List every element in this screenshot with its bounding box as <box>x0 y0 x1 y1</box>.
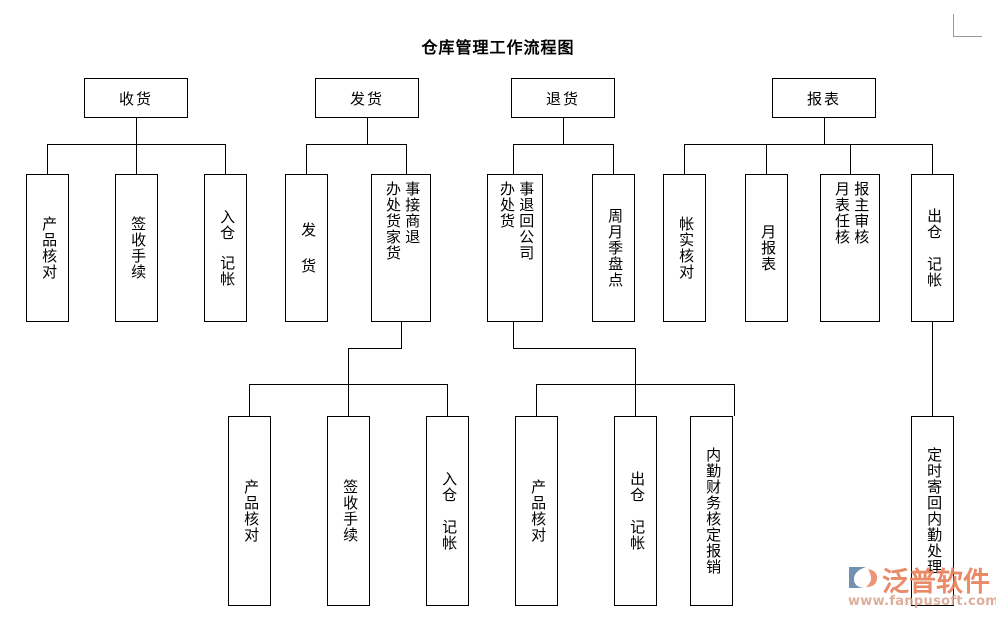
connector-returns-drop-2 <box>613 144 614 174</box>
node-handle-merchant-return[interactable]: 事接商退 办处货家货 <box>371 174 431 322</box>
node-label: 发货 <box>299 222 316 274</box>
node-inbound-record-shipping-sub[interactable]: 入仓记帐 <box>426 416 469 606</box>
node-label: 帐实核对 <box>677 216 694 280</box>
connector-shipping-sub-drop-1 <box>249 384 250 416</box>
node-finance-reimbursement[interactable]: 内勤财务核定报销 <box>690 416 733 606</box>
connector-returns-bus <box>513 144 613 145</box>
node-label-col-left: 办处货家货 <box>384 181 400 261</box>
node-signing-procedure-shipping-sub[interactable]: 签收手续 <box>327 416 370 606</box>
node-label: 周月季盘点 <box>606 208 623 288</box>
connector-receiving-drop-2 <box>136 144 137 174</box>
connector-shipping-sub-drop-2 <box>348 384 349 416</box>
connector-reports-drop-4 <box>932 144 933 174</box>
node-label: 月报表 <box>759 224 776 272</box>
connector-shipping-sub-jog <box>348 348 402 349</box>
connector-shipping-sub-riser <box>348 348 349 384</box>
node-label: 签收手续 <box>129 216 146 280</box>
node-label: 定时寄回内勤处理 <box>925 447 942 575</box>
node-product-check-returns-sub[interactable]: 产品核对 <box>515 416 558 606</box>
node-label: 出仓记帐 <box>925 208 942 288</box>
connector-shipping-bus <box>306 144 406 145</box>
node-ship-goods[interactable]: 发货 <box>285 174 328 322</box>
connector-returns-sub-drop-3 <box>734 384 735 416</box>
connector-returns-stem <box>563 118 564 144</box>
node-ledger-stock-check[interactable]: 帐实核对 <box>663 174 706 322</box>
connector-returns-sub-drop-1 <box>536 384 537 416</box>
page-corner-guide-icon <box>953 14 982 37</box>
node-return-to-company[interactable]: 事退回公司 办处货 <box>487 174 543 322</box>
node-monthly-report[interactable]: 月报表 <box>745 174 788 322</box>
connector-reports-drop-2 <box>766 144 767 174</box>
node-label: 内勤财务核定报销 <box>704 447 721 575</box>
node-label: 入仓记帐 <box>218 209 235 287</box>
node-periodic-stocktake[interactable]: 周月季盘点 <box>592 174 635 322</box>
node-label-col-left: 办处货 <box>498 181 514 229</box>
node-header-reports[interactable]: 报表 <box>772 78 876 118</box>
connector-reports-drop-1 <box>684 144 685 174</box>
connector-receiving-drop-1 <box>47 144 48 174</box>
node-label: 产品核对 <box>40 216 57 280</box>
connector-receiving-drop-3 <box>225 144 226 174</box>
node-product-check-receiving[interactable]: 产品核对 <box>26 174 69 322</box>
connector-returns-sub-drop-2 <box>635 384 636 416</box>
node-outbound-record-reports[interactable]: 出仓记帐 <box>911 174 954 322</box>
connector-shipping-drop-2 <box>406 144 407 174</box>
node-header-receiving[interactable]: 收货 <box>84 78 188 118</box>
node-label-col-right: 事退回公司 <box>517 181 534 261</box>
node-label-col-right: 事接商退 <box>403 181 420 245</box>
connector-reports-bus <box>684 144 932 145</box>
connector-reports-stem <box>824 118 825 144</box>
connector-returns-sub-jog <box>513 348 635 349</box>
connector-shipping-sub-stem <box>401 322 402 348</box>
node-label-col-left: 月表任核 <box>833 181 849 245</box>
node-inbound-record-receiving[interactable]: 入仓记帐 <box>204 174 247 322</box>
connector-reports-sub-drop <box>932 322 933 416</box>
node-product-check-shipping-sub[interactable]: 产品核对 <box>228 416 271 606</box>
connector-shipping-drop-1 <box>306 144 307 174</box>
node-label: 产品核对 <box>242 479 259 543</box>
page-title: 仓库管理工作流程图 <box>421 38 575 57</box>
node-header-shipping[interactable]: 发货 <box>315 78 419 118</box>
connector-returns-sub-stem <box>513 322 514 348</box>
node-label: 签收手续 <box>341 479 358 543</box>
node-report-manager-review[interactable]: 报主审核 月表任核 <box>820 174 880 322</box>
connector-receiving-stem <box>136 118 137 144</box>
connector-shipping-sub-drop-3 <box>447 384 448 416</box>
node-label: 出仓记帐 <box>628 471 645 551</box>
node-signing-procedure-receiving[interactable]: 签收手续 <box>115 174 158 322</box>
node-header-returns[interactable]: 退货 <box>511 78 615 118</box>
node-label-col-right: 报主审核 <box>852 181 869 245</box>
connector-reports-drop-3 <box>850 144 851 174</box>
connector-returns-sub-riser <box>635 348 636 384</box>
connector-returns-drop-1 <box>513 144 514 174</box>
node-outbound-record-returns-sub[interactable]: 出仓记帐 <box>614 416 657 606</box>
fanpu-logo-icon <box>849 567 878 588</box>
node-label: 入仓记帐 <box>440 471 457 551</box>
node-send-back-to-office[interactable]: 定时寄回内勤处理 <box>911 416 954 606</box>
connector-shipping-stem <box>367 118 368 144</box>
node-label: 产品核对 <box>529 479 546 543</box>
